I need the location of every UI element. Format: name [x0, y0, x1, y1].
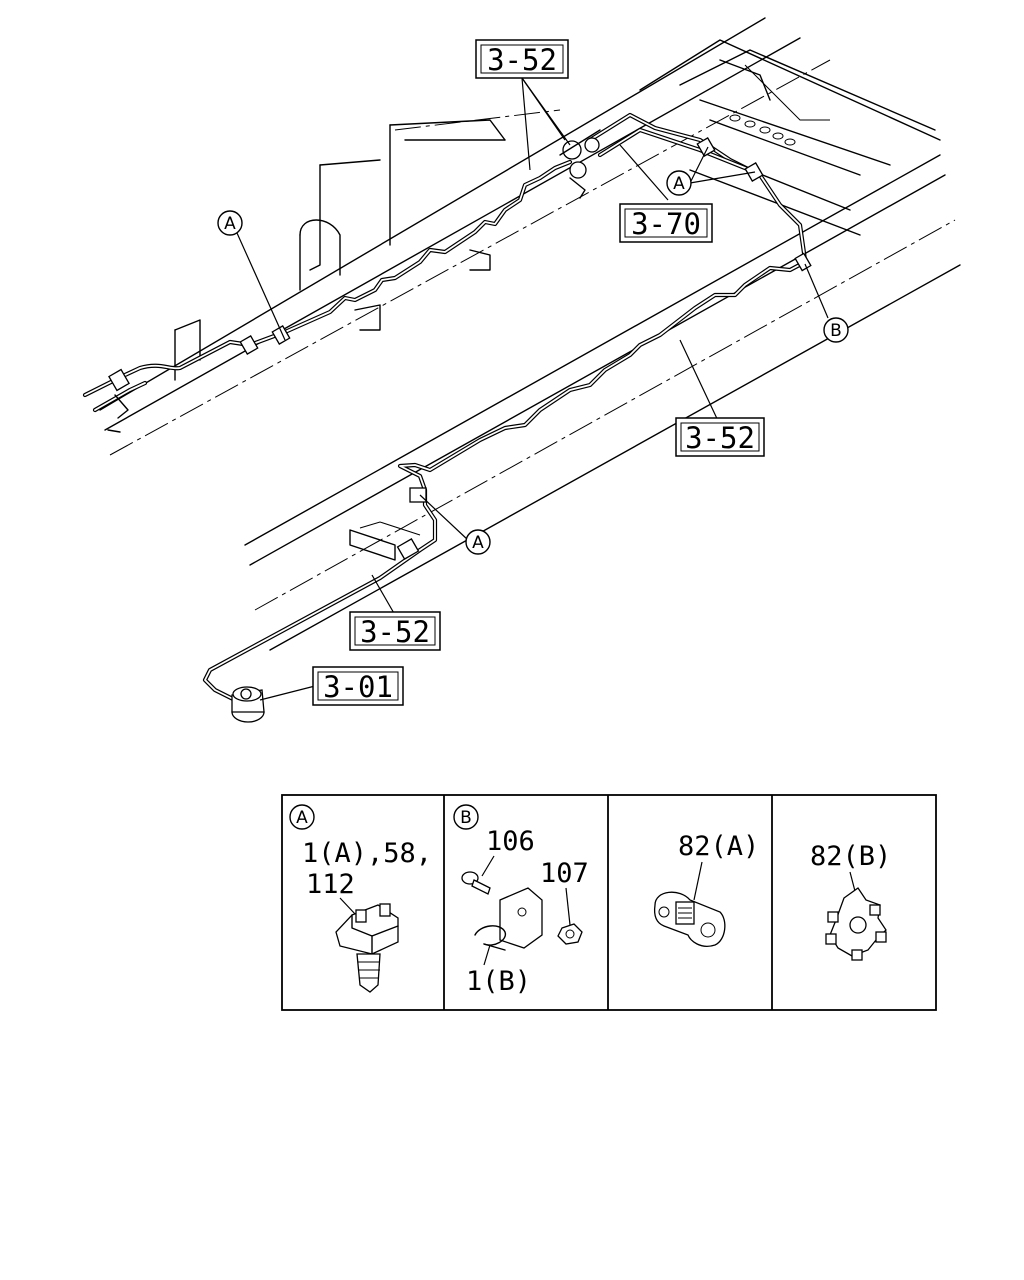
legend-cell-82b: 82(B): [810, 841, 891, 961]
legend-cell-82a: 82(A): [653, 831, 759, 947]
pipe-clip-82b-icon: [825, 887, 887, 961]
marker-letter: A: [472, 533, 484, 553]
legend-marker-b: B: [460, 808, 472, 828]
callout-label: 3-52: [360, 615, 430, 649]
fuel-tank: [174, 109, 561, 381]
callout-label: 3-01: [323, 670, 393, 704]
callout-3-70: 3-70: [619, 203, 713, 243]
legend-table: A 1(A),58, 112 B 106 107 1(B): [281, 794, 937, 1011]
push-clip-icon: [335, 903, 399, 993]
legend-b-nut-label: 107: [540, 858, 589, 889]
callout-3-01: 3-01: [312, 666, 404, 706]
pipe-clips: [108, 137, 812, 560]
marker-a-upper-left: A: [217, 210, 243, 236]
marker-a-lower: A: [465, 529, 491, 555]
marker-letter: A: [673, 174, 685, 194]
callout-label: 3-70: [631, 207, 701, 241]
legend-a-parts-line1: 1(A),58,: [302, 838, 432, 869]
callout-3-52-top: 3-52: [475, 39, 569, 79]
legend-b-bolt-label: 106: [486, 826, 535, 857]
fuel-pipe-lower: [202, 259, 808, 703]
fuel-filter: [231, 686, 265, 723]
legend-82a-label: 82(A): [678, 831, 759, 862]
fuel-pipe-upper: [82, 112, 808, 413]
callout-3-52-mid: 3-52: [675, 417, 765, 457]
callout-label: 3-52: [685, 421, 755, 455]
marker-letter: B: [830, 321, 842, 341]
bracket-icon: [474, 887, 543, 951]
three-way-joint: [559, 129, 601, 199]
marker-letter: A: [224, 214, 236, 234]
legend-cell-b: B 106 107 1(B): [453, 804, 589, 997]
legend-b-bracket-label: 1(B): [466, 966, 531, 997]
callout-3-52-low: 3-52: [349, 611, 441, 651]
marker-b-right: B: [823, 317, 849, 343]
legend-cell-a: A 1(A),58, 112: [289, 804, 432, 993]
cross-member-holes: [729, 114, 796, 146]
bolt-icon: [461, 871, 491, 895]
legend-82b-label: 82(B): [810, 841, 891, 872]
marker-a-upper-right: A: [666, 170, 692, 196]
legend-a-parts-line2: 112: [306, 869, 355, 900]
callout-label: 3-52: [487, 43, 557, 77]
chassis-frame: [99, 17, 961, 651]
nut-icon: [557, 923, 583, 945]
leader-lines: [236, 77, 829, 701]
legend-marker-a: A: [296, 808, 308, 828]
pipe-clip-82a-icon: [653, 891, 726, 947]
